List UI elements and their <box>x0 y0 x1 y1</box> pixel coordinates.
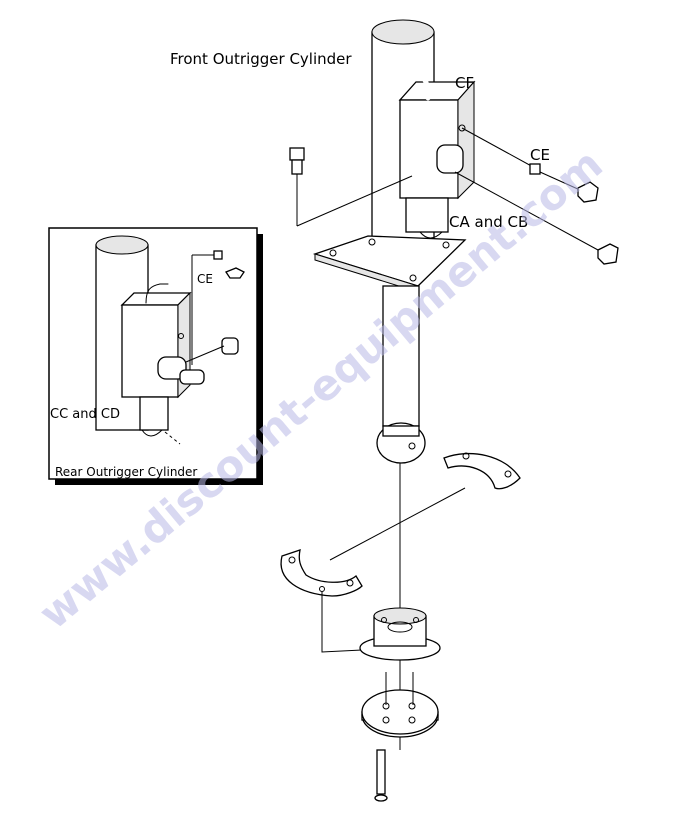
rear-elbow-fitting <box>157 356 187 380</box>
lower-parts <box>280 452 521 802</box>
ca-cb-elbow-fitting <box>597 243 619 265</box>
rear-hose-fitting <box>221 337 239 355</box>
rear-hose-elbow <box>145 283 169 304</box>
inset-ce-label: CE <box>197 272 213 286</box>
ce-elbow-fitting <box>577 181 599 203</box>
left-half-ring <box>280 549 363 597</box>
ce-plug <box>529 163 541 175</box>
rear-lower-valve <box>139 396 169 431</box>
rear-port <box>178 333 184 339</box>
ce-fittings <box>454 127 619 265</box>
rear-cylinder-title: Rear Outrigger Cylinder <box>55 465 197 479</box>
inset-ce-elbow <box>225 267 245 279</box>
bolt-shank <box>376 749 386 795</box>
front-cylinder-assembly <box>312 19 476 464</box>
ce-label: CE <box>530 146 550 164</box>
front-elbow-fitting <box>436 144 464 174</box>
front-cylinder-cap <box>371 19 435 45</box>
front-port <box>458 124 466 132</box>
pressure-sensor <box>289 147 413 227</box>
cf-label: CF <box>455 74 474 92</box>
front-lower-valve <box>405 197 449 233</box>
rear-valve-block-front <box>121 304 179 398</box>
front-cylinder-title: Front Outrigger Cylinder <box>170 50 352 68</box>
inset-ce-plug <box>213 250 223 260</box>
rear-cylinder-inset: CE CC and CD Rear Outrigger Cylinder <box>48 227 263 485</box>
bolt-head <box>374 794 388 802</box>
rear-cylinder-cap <box>95 235 149 255</box>
cc-cd-label: CC and CD <box>50 407 120 422</box>
rear-elbow-fitting-2 <box>179 369 205 385</box>
ca-cb-label: CA and CB <box>449 213 528 231</box>
right-half-ring <box>443 452 521 490</box>
